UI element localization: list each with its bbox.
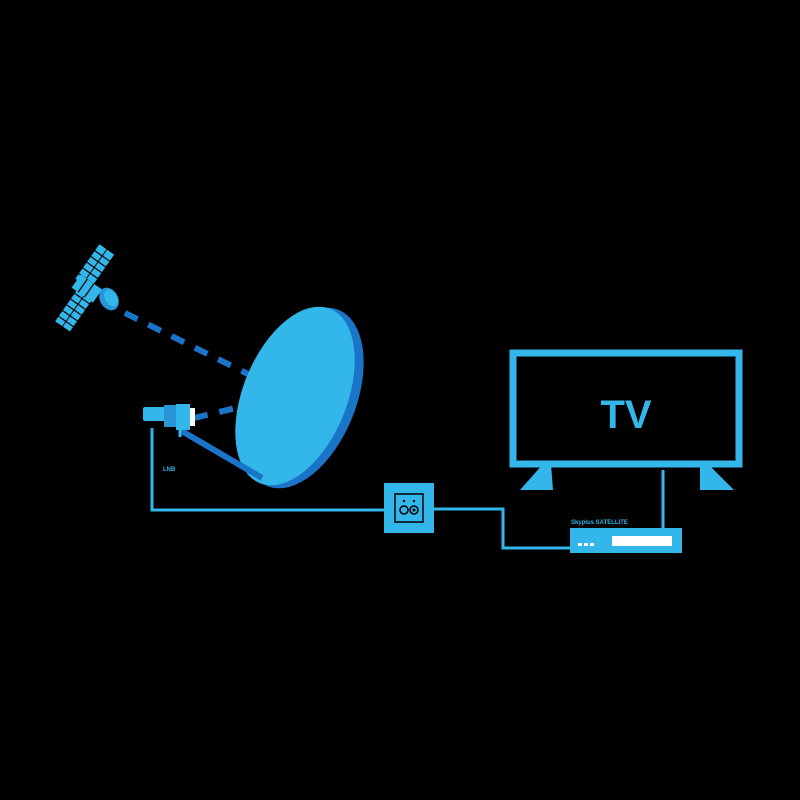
wall-socket-icon [384, 483, 434, 533]
tv-label: TV [600, 393, 651, 437]
lnb-label: LNB [163, 467, 176, 473]
satellite-icon [55, 244, 119, 332]
dish-icon [178, 306, 364, 489]
receiver-icon [570, 528, 682, 553]
tv-icon [509, 349, 743, 490]
cable-lnb-to-socket [150, 428, 384, 512]
lnb-icon [143, 404, 195, 437]
receiver-label: Skyplus SATELLITE [571, 520, 628, 526]
cable-socket-to-receiver [434, 507, 570, 550]
